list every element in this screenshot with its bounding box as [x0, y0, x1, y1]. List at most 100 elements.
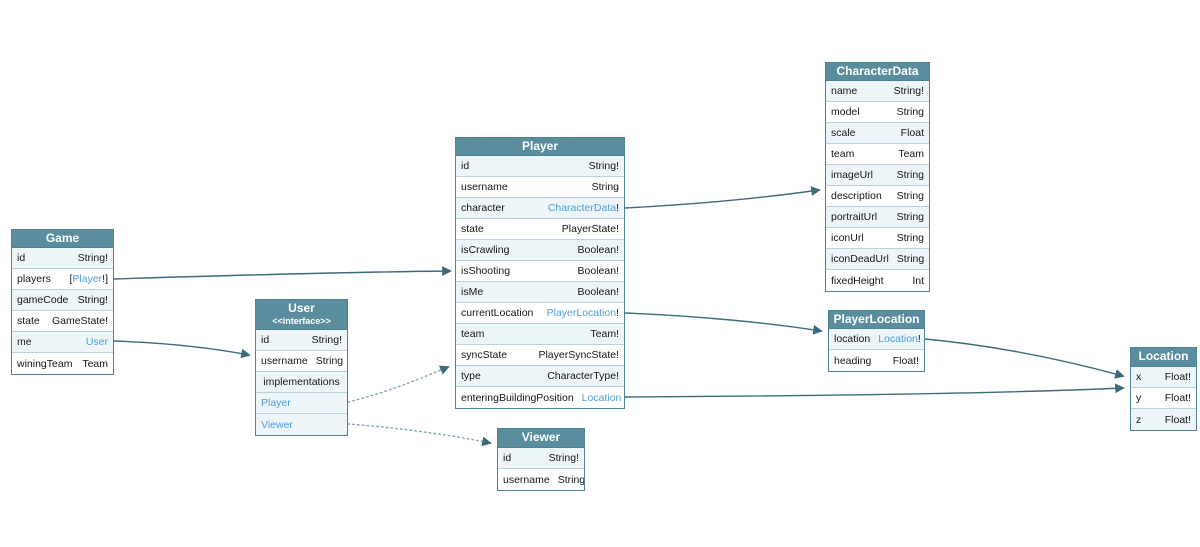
- field-name: state: [461, 223, 484, 235]
- field-type[interactable]: PlayerLocation!: [546, 307, 619, 319]
- field-row-character[interactable]: character CharacterData!: [456, 198, 624, 219]
- edge-User.Player-to-Player: [347, 365, 450, 403]
- node-header[interactable]: User<<interface>>: [256, 300, 347, 330]
- field-type[interactable]: [Player!]: [69, 273, 108, 285]
- type-link[interactable]: Location: [878, 333, 918, 345]
- field-row-implementations[interactable]: implementations: [256, 372, 347, 393]
- edge-PlayerLocation.location-to-Location: [924, 338, 1125, 379]
- field-row-team[interactable]: team Team: [826, 144, 929, 165]
- field-type: String!: [893, 85, 924, 97]
- field-name: team: [831, 148, 855, 160]
- field-name: id: [461, 160, 470, 172]
- node-header[interactable]: Game: [12, 230, 113, 248]
- field-type: Float!: [1164, 371, 1191, 383]
- field-name: model: [831, 106, 860, 118]
- field-type: String: [315, 355, 344, 367]
- field-type[interactable]: User: [86, 336, 108, 348]
- node-header[interactable]: Location: [1131, 348, 1196, 367]
- field-row-me[interactable]: me User: [12, 332, 113, 353]
- field-name: character: [461, 202, 505, 214]
- field-name: iconDeadUrl: [831, 253, 889, 265]
- field-type: Team: [898, 148, 924, 160]
- field-type: String: [591, 181, 619, 193]
- field-name: username: [261, 355, 308, 367]
- field-row-heading[interactable]: heading Float!: [829, 350, 924, 371]
- field-name-link[interactable]: Viewer: [261, 418, 293, 431]
- field-name: team: [461, 328, 485, 340]
- node-header[interactable]: Viewer: [498, 429, 584, 448]
- field-type: Team: [82, 357, 108, 370]
- node-title: User: [288, 301, 315, 316]
- field-type[interactable]: CharacterData!: [547, 202, 619, 214]
- type-link[interactable]: Location: [581, 391, 622, 404]
- field-type[interactable]: Location!: [878, 333, 921, 345]
- type-link[interactable]: PlayerLocation: [546, 307, 617, 319]
- field-type: Float!: [892, 354, 919, 367]
- field-row-Player[interactable]: Player: [256, 393, 347, 414]
- type-link[interactable]: CharacterData: [547, 202, 617, 214]
- field-type: Float!: [1164, 413, 1191, 426]
- field-type: Boolean!: [577, 286, 619, 298]
- field-row-players[interactable]: players[Player!]: [12, 269, 113, 290]
- field-row-username[interactable]: username String: [256, 351, 347, 372]
- field-row-x[interactable]: x Float!: [1131, 367, 1196, 388]
- field-row-type[interactable]: type CharacterType!: [456, 366, 624, 387]
- field-type: CharacterType!: [547, 370, 619, 382]
- field-type[interactable]: Location: [582, 392, 622, 404]
- field-name: x: [1136, 371, 1142, 383]
- field-name-link[interactable]: Player: [261, 397, 291, 409]
- type-link[interactable]: Player: [72, 273, 103, 285]
- field-type: String!: [77, 294, 108, 306]
- edge-Game.me-to-User: [113, 340, 251, 359]
- field-name: name: [831, 85, 858, 97]
- type-link[interactable]: User: [85, 336, 108, 348]
- field-row-Viewer[interactable]: Viewer: [256, 414, 347, 435]
- edge-Player.character-to-CharacterData: [624, 186, 821, 209]
- edge-Player.currentLocation-to-PlayerLocation: [624, 312, 823, 335]
- field-row-name[interactable]: name String!: [826, 81, 929, 102]
- field-name: me: [17, 336, 32, 348]
- node-header[interactable]: Player: [456, 138, 624, 156]
- field-name: isShooting: [461, 265, 511, 277]
- field-name: heading: [834, 354, 872, 367]
- field-name: state: [17, 315, 40, 327]
- node-header[interactable]: PlayerLocation: [829, 311, 924, 329]
- node-header[interactable]: CharacterData: [826, 63, 929, 81]
- field-name: type: [461, 370, 481, 382]
